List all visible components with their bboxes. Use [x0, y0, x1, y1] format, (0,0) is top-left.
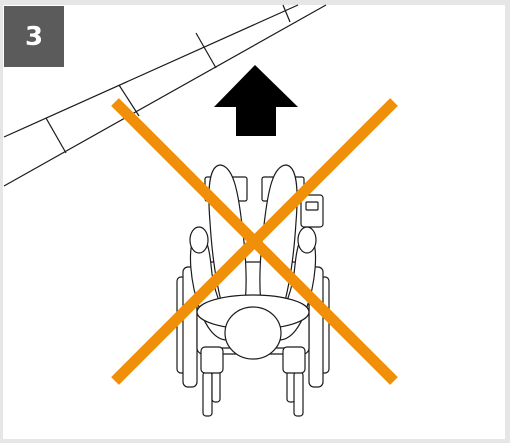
- step-number-badge: 3: [4, 6, 64, 67]
- cross-mark-icon: [111, 98, 398, 385]
- arrow-up-icon: [214, 65, 298, 136]
- curb-slope: [3, 4, 327, 187]
